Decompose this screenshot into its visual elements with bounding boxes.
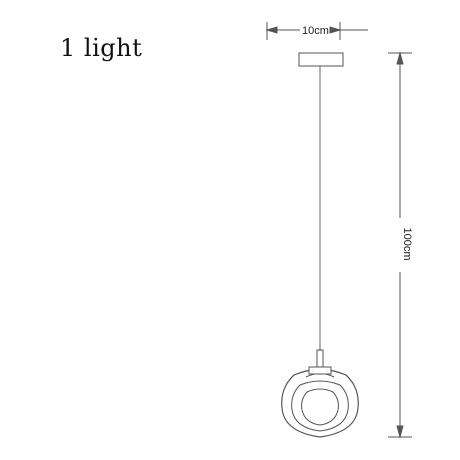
inner-shade-2 bbox=[301, 388, 339, 426]
page-title: 1 light bbox=[60, 34, 143, 62]
inner-shade-1 bbox=[291, 380, 349, 432]
width-dimension bbox=[265, 22, 368, 40]
canopy bbox=[298, 52, 344, 67]
height-label: 100cm bbox=[401, 227, 413, 260]
outer-shade bbox=[281, 368, 359, 438]
height-dimension bbox=[388, 51, 412, 439]
shade-collar bbox=[308, 366, 332, 375]
width-label: 10cm bbox=[302, 25, 329, 37]
